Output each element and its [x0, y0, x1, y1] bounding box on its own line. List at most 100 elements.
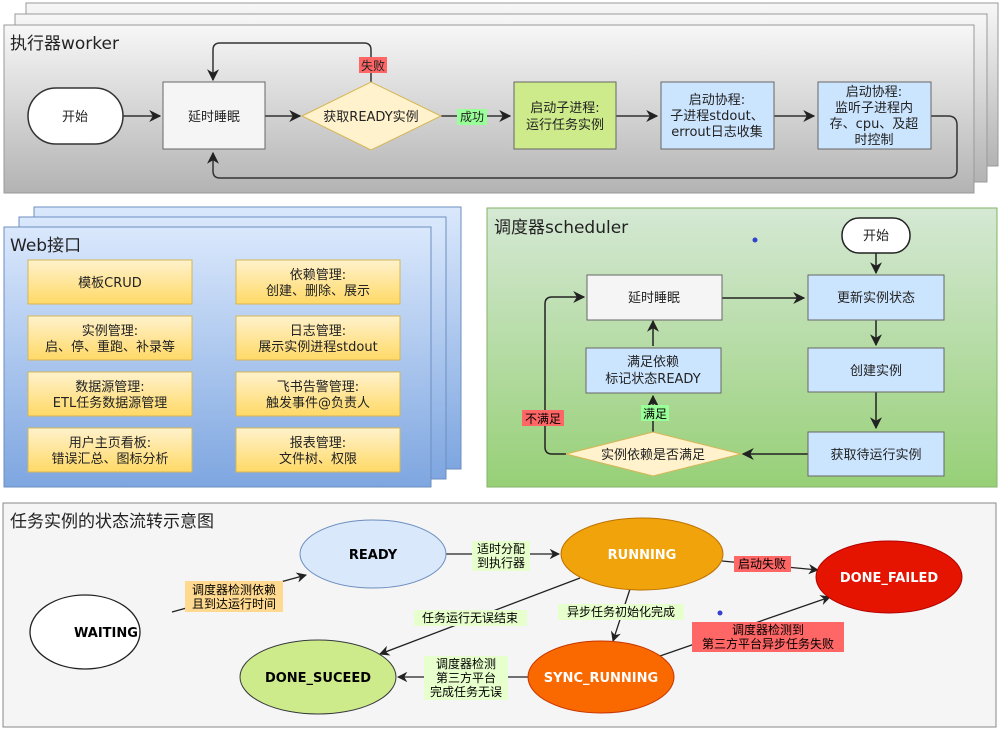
web-item-label: 启、停、重跑、补录等	[45, 339, 175, 355]
web-item-label: 数据源管理:	[75, 380, 144, 395]
monitor-line-1: 启动协程:	[846, 85, 902, 100]
log-coroutine-line-1: 启动协程:	[689, 93, 745, 108]
web-item-box	[235, 427, 401, 473]
fail-badge-label: 失败	[361, 58, 385, 73]
sched-start-node	[841, 217, 911, 254]
state-ready	[299, 519, 447, 589]
worker-panel: 执行器worker 开始 延时睡眠 获取READY实例 失败 成功 启动子进程:…	[3, 2, 999, 194]
subprocess-line-1: 启动子进程:	[530, 101, 599, 116]
sched-start-label: 开始	[863, 229, 889, 244]
state-ready-label: READY	[349, 548, 398, 563]
states-title: 任务实例的状态流转示意图	[10, 512, 214, 532]
web-item-box	[27, 259, 193, 305]
edge-label-bg	[414, 610, 527, 626]
worker-fetch-diamond	[300, 81, 443, 151]
edge-waiting-ready-l1: 调度器检测依赖	[192, 582, 276, 597]
edge-sync-failed-l2: 第三方平台异步任务失败	[702, 636, 834, 651]
edge-running-suceed-l1: 任务运行无误结束	[422, 610, 518, 625]
worker-start-label: 开始	[62, 110, 88, 125]
edge-sync-suceed-l1: 调度器检测	[436, 656, 496, 671]
stray-dot	[752, 237, 758, 243]
web-panel: Web接口 模板CRUD 依赖管理:创建、删除、展示实例管理:启、停、重跑、补录等…	[3, 206, 462, 488]
monitor-line-3: 存、cpu、及超	[830, 117, 919, 132]
ready-mark-line-2: 标记状态READY	[605, 372, 700, 387]
state-done-failed	[815, 540, 963, 614]
state-sync-running-label: SYNC_RUNNING	[544, 671, 658, 686]
yes-badge	[641, 405, 669, 421]
state-running-label: RUNNING	[608, 548, 677, 563]
state-done-failed-label: DONE_FAILED	[840, 571, 939, 586]
stray-dot	[717, 610, 723, 616]
web-item-label: 日志管理:	[290, 324, 346, 339]
monitor-coroutine-node	[817, 81, 932, 150]
log-coroutine-node	[660, 81, 775, 150]
edge-label-bg	[692, 622, 844, 652]
worker-sleep-label: 延时睡眠	[188, 110, 240, 125]
web-item-box	[235, 259, 401, 305]
fetch-pending-label: 获取待运行实例	[830, 448, 921, 463]
sched-sleep-label: 延时睡眠	[628, 291, 680, 306]
edge-label-bg	[424, 656, 508, 700]
log-coroutine-line-2: 子进程stdout、	[670, 109, 763, 124]
edge-label-bg	[472, 541, 530, 571]
web-item-label: 展示实例进程stdout	[258, 340, 377, 355]
no-badge	[522, 410, 564, 426]
ready-mark-node	[585, 347, 722, 394]
web-item-label: ETL任务数据源管理	[53, 395, 167, 411]
state-done-suceed	[239, 639, 397, 715]
state-waiting-label: WAITING	[74, 626, 138, 641]
web-item-box	[235, 371, 401, 417]
web-item-box	[235, 315, 401, 361]
update-label: 更新实例状态	[837, 290, 915, 306]
sched-sleep-node	[586, 274, 723, 321]
edge-sync-suceed-l3: 完成任务无误	[430, 684, 502, 699]
create-node	[807, 347, 945, 393]
web-item-label: 触发事件@负责人	[266, 395, 370, 411]
edge-sync-failed-l1: 调度器检测到	[732, 622, 804, 637]
subprocess-line-2: 运行任务实例	[526, 117, 604, 133]
web-item-label: 用户主页看板:	[69, 435, 151, 451]
success-badge-label: 成功	[460, 110, 484, 124]
edge-running-failed-l1: 启动失败	[738, 556, 786, 571]
scheduler-title: 调度器scheduler	[494, 218, 628, 238]
edge-waiting-ready-l2: 且到达运行时间	[192, 597, 276, 611]
fetch-pending-node	[807, 431, 945, 477]
web-item-label: 创建、删除、展示	[266, 284, 370, 299]
check-label: 实例依赖是否满足	[601, 448, 705, 463]
success-badge	[457, 109, 487, 125]
create-label: 创建实例	[850, 364, 902, 379]
yes-badge-label: 满足	[643, 407, 667, 421]
web-item-label: 实例管理:	[82, 324, 138, 339]
state-waiting	[29, 594, 141, 670]
state-sync-running	[527, 640, 675, 714]
edge-loop-back	[207, 115, 958, 179]
web-item-label: 文件树、权限	[279, 451, 357, 467]
monitor-line-4: 时控制	[854, 133, 893, 148]
edge-sync-suceed-l2: 第三方平台	[436, 670, 496, 685]
web-item-box	[27, 427, 193, 473]
states-panel: 任务实例的状态流转示意图 WAITING READY RUNNING DONE_…	[2, 502, 997, 728]
edge-ready-running-l1: 适时分配	[477, 542, 525, 556]
update-node	[807, 274, 945, 321]
web-item-label: 依赖管理:	[290, 268, 346, 283]
worker-start-node	[27, 87, 124, 145]
web-title: Web接口	[10, 236, 81, 256]
edge-label-bg	[734, 556, 791, 572]
worker-sleep-node	[162, 81, 266, 150]
web-item-label: 飞书告警管理:	[277, 379, 359, 395]
edge-fail-loop	[207, 42, 372, 82]
edge-running-sync-l1: 异步任务初始化完成	[567, 604, 675, 619]
subprocess-node	[513, 81, 617, 150]
state-running	[560, 517, 724, 591]
worker-fetch-label: 获取READY实例	[323, 110, 418, 125]
web-item-box	[27, 315, 193, 361]
scheduler-panel: 调度器scheduler 开始 延时睡眠 更新实例状态 创建实例 获取待运行实例…	[486, 207, 998, 488]
log-coroutine-line-3: errout日志收集	[671, 124, 762, 140]
web-item-label: 模板CRUD	[78, 276, 142, 291]
edge-label-bg	[185, 581, 283, 612]
no-badge-label: 不满足	[525, 412, 561, 426]
edge-label-bg	[558, 604, 684, 620]
state-done-suceed-label: DONE_SUCEED	[265, 671, 371, 686]
